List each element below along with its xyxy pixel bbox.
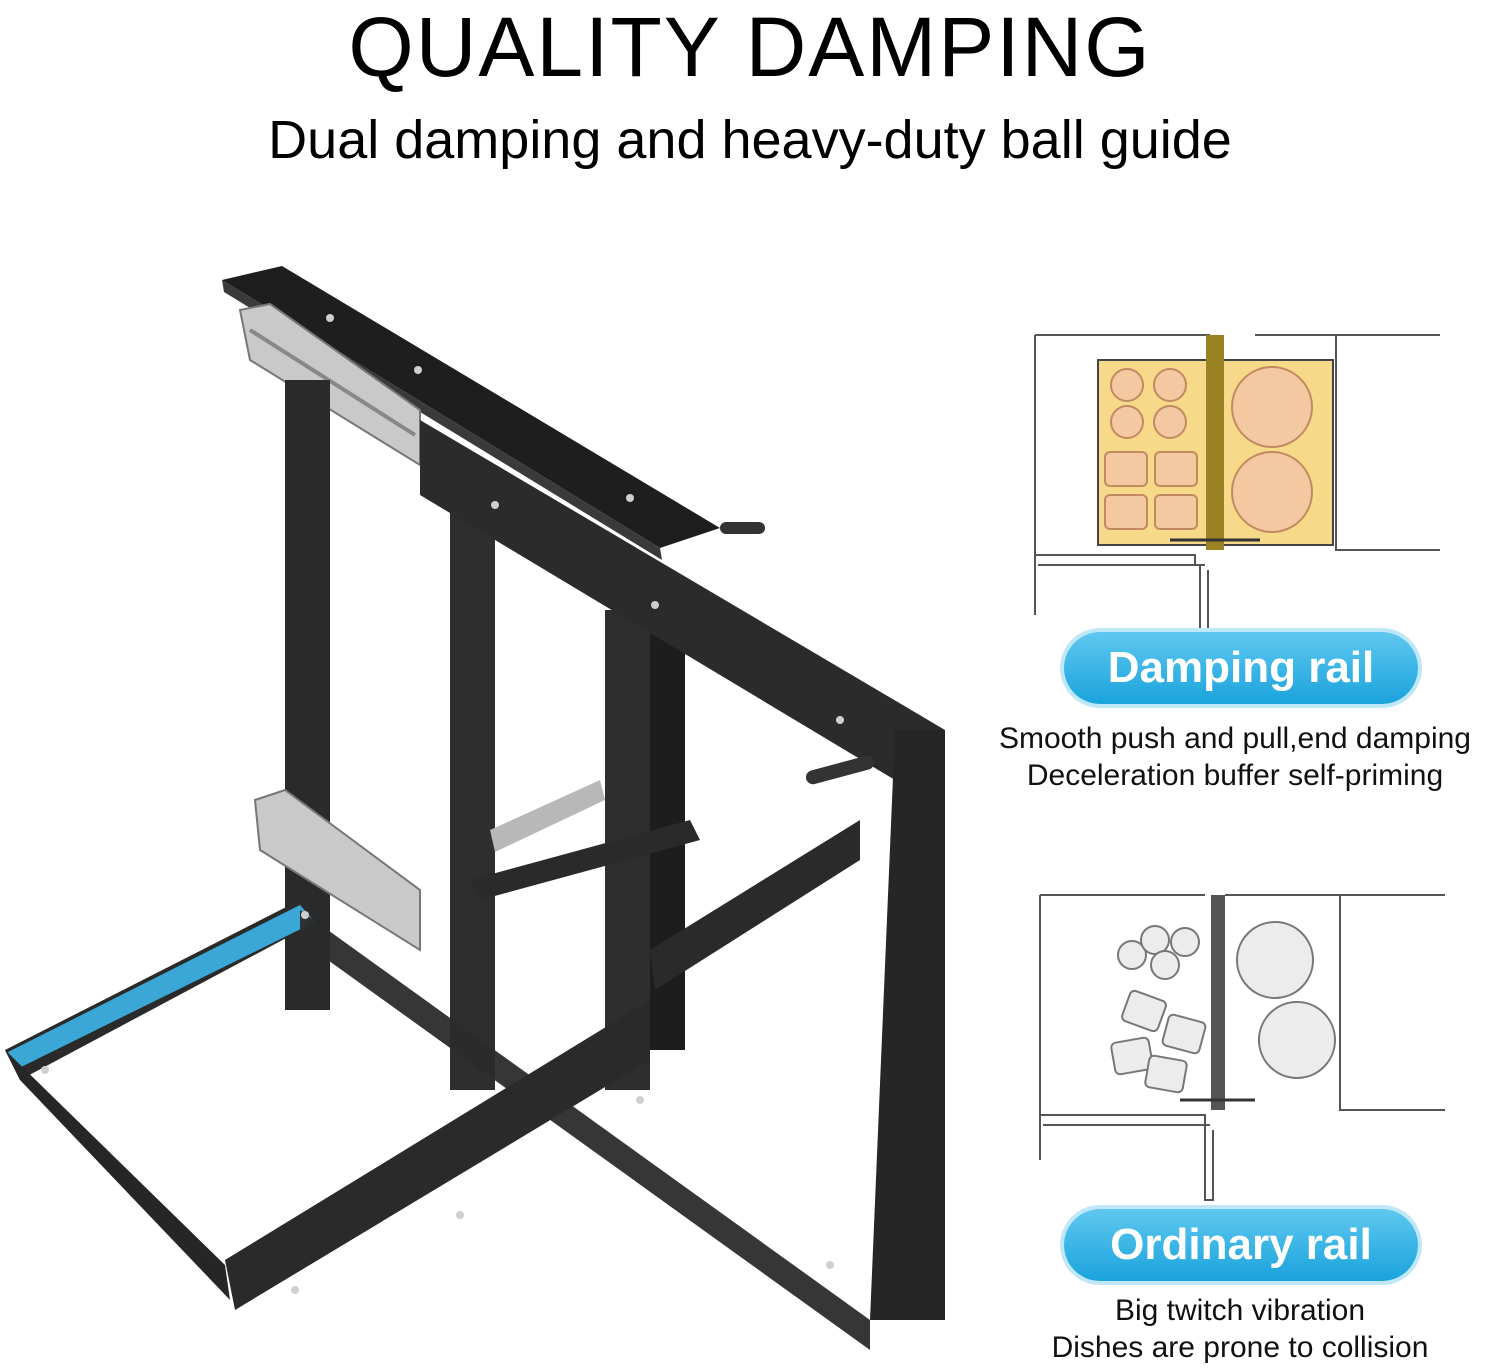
- damping-rail-caption-1: Smooth push and pull,end damping: [998, 722, 1471, 755]
- pull-out-frame-illustration: [5, 266, 945, 1350]
- damping-rail-diagram: [1034, 334, 1440, 641]
- ordinary-rail-caption-2: Dishes are prone to collision: [1051, 1331, 1429, 1364]
- subheadline: Dual damping and heavy-duty ball guide: [268, 110, 1232, 170]
- headline: QUALITY DAMPING: [348, 0, 1152, 94]
- ordinary-rail-label: Ordinary rail: [1064, 1209, 1418, 1281]
- damping-rail-caption-2: Deceleration buffer self-priming: [1026, 759, 1444, 792]
- ordinary-rail-caption-1: Big twitch vibration: [1114, 1294, 1366, 1327]
- damping-rail-label: Damping rail: [1064, 632, 1418, 704]
- ordinary-rail-diagram: [1039, 894, 1445, 1201]
